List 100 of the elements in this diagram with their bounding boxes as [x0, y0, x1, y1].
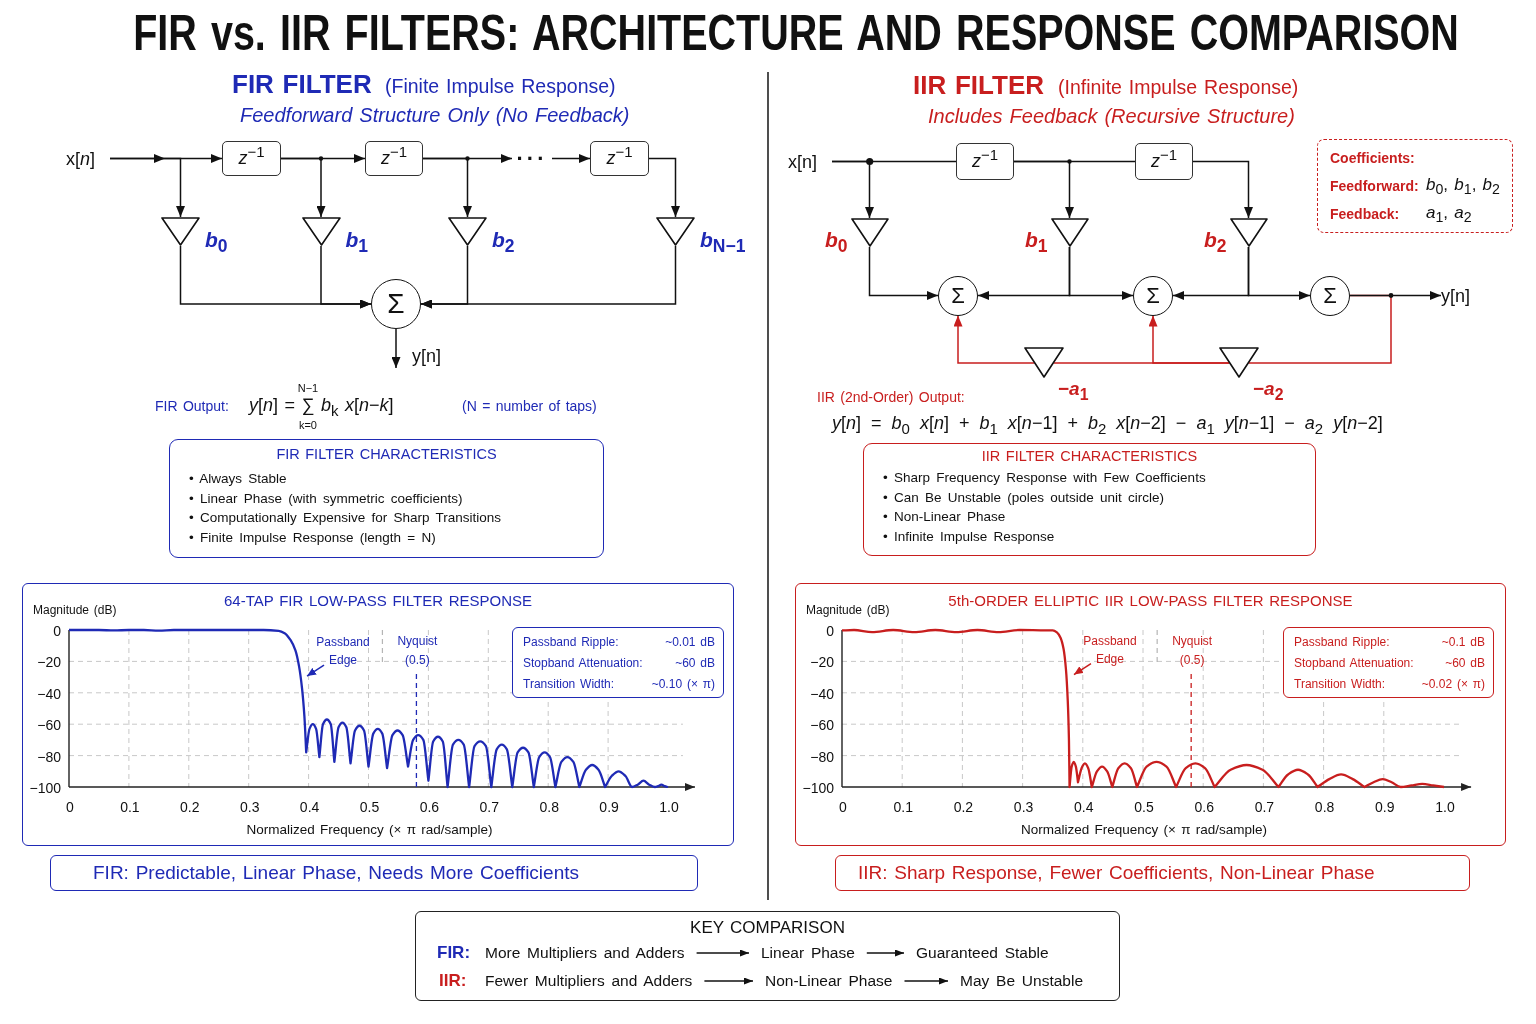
- gain-triangle: [301, 217, 341, 246]
- characteristics-panel: [169, 439, 604, 558]
- tick-label: 0.1: [120, 798, 140, 816]
- formula-label: FIR Output:: [155, 397, 229, 415]
- tick-label: −80: [37, 747, 61, 766]
- tick-label: 0.2: [180, 798, 200, 816]
- arrow: [866, 949, 905, 957]
- characteristics-panel: [863, 443, 1316, 556]
- tick-label: −100: [802, 779, 834, 797]
- tick-label: 1.0: [1435, 798, 1455, 816]
- summing-junction: Σ: [1310, 275, 1350, 316]
- gain-triangle: [448, 217, 487, 246]
- gain-triangle: [1219, 347, 1259, 378]
- arrow: [953, 314, 1036, 364]
- section-heading: IIR FILTER: [913, 69, 1044, 101]
- tick-label: 0: [66, 798, 74, 816]
- gain-triangle: [1050, 218, 1089, 247]
- tick-label: 0.3: [239, 798, 260, 816]
- stat-value: ~0.10 (× π): [651, 676, 715, 693]
- formula: y[n] = b$_{0}$ x[n] + b$_{1}$ x[n−1] + b$_{2}$ x[n−2] − a$_{1}$ y[n−1] − a$_{2}$ y[n−2]: [832, 412, 1383, 434]
- arrow: [551, 154, 591, 163]
- arrow: [109, 157, 185, 218]
- section-subheading: (Finite Impulse Response): [385, 74, 616, 98]
- input-label: x[n]: [66, 146, 110, 171]
- arrow: [1247, 246, 1311, 300]
- tick-label: 0.9: [599, 798, 619, 816]
- section-tagline: Feedforward Structure Only (No Feedback): [240, 103, 630, 127]
- tick-label: 0.4: [299, 798, 320, 816]
- arrow: [1192, 160, 1253, 219]
- summing-junction: Σ: [1133, 275, 1173, 316]
- arrow: [1013, 160, 1074, 219]
- coefficient-label: b$_{N−1}$: [700, 228, 746, 252]
- stat-value: ~60 dB: [1445, 655, 1485, 672]
- coefficient-label: b$_{2}$: [1203, 228, 1227, 252]
- bullet-item: • Always Stable: [189, 470, 287, 488]
- section-heading: FIR FILTER: [232, 68, 372, 100]
- arrow: [1068, 246, 1134, 300]
- output-label: y[n]: [396, 343, 448, 369]
- delay-block: z$^{−1}$: [590, 141, 649, 176]
- arrow: [703, 977, 754, 985]
- comparison-panel: [415, 911, 1120, 1001]
- bullet-item: • Sharp Frequency Response with Few Coefficients: [883, 469, 1206, 487]
- arrow: [422, 157, 472, 218]
- panel-heading: KEY COMPARISON: [690, 917, 845, 938]
- coefficient-label: b$_{2}$: [492, 228, 515, 252]
- tick-label: −80: [810, 747, 834, 766]
- bullet-item: • Computationally Expensive for Sharp Transitions: [189, 509, 502, 527]
- coefficient-label: −a$_{2}$: [1253, 377, 1284, 401]
- gain-triangle: [850, 218, 889, 247]
- bullet-item: • Infinite Impulse Response: [883, 527, 1055, 546]
- annotation-label: Passband Edge: [1083, 632, 1137, 668]
- tick-label: 0: [53, 622, 61, 640]
- gain-triangle: [656, 217, 695, 246]
- comparison-term: Linear Phase: [749, 941, 867, 965]
- tick-label: −100: [29, 779, 61, 797]
- summary-banner: IIR: Sharp Response, Fewer Coefficients, Non-Linear Phase: [835, 855, 1470, 891]
- card-heading: IIR FILTER CHARACTERISTICS: [981, 447, 1198, 465]
- tick-label: 0.2: [953, 798, 974, 816]
- row-label: FIR:: [437, 942, 471, 963]
- card-heading: FIR FILTER CHARACTERISTICS: [276, 445, 497, 463]
- stats-panel: [512, 627, 724, 698]
- tick-label: −20: [37, 653, 61, 672]
- tick-label: 0.5: [359, 798, 380, 816]
- tick-label: −40: [37, 684, 61, 703]
- stats-panel: [1283, 627, 1494, 698]
- section-subheading: (Infinite Impulse Response): [1058, 75, 1299, 99]
- arrow: [1349, 291, 1442, 300]
- comparison-term: More Multipliers and Adders: [473, 941, 697, 965]
- tick-label: 0.9: [1375, 798, 1395, 816]
- coefficient-list: a$_{1}$, a$_{2}$: [1426, 202, 1472, 223]
- comparison-term: May Be Unstable: [948, 969, 1096, 993]
- coefficient-list: b$_{0}$, b$_{1}$, b$_{2}$: [1426, 174, 1500, 195]
- coefficient-label: b$_{0}$: [824, 228, 848, 252]
- tick-label: −60: [810, 716, 834, 735]
- coefficients-panel: [1317, 139, 1513, 233]
- stat-value: ~0.1 dB: [1441, 634, 1485, 651]
- summing-junction: Σ: [371, 279, 421, 329]
- comparison-term: Fewer Multipliers and Adders: [473, 969, 705, 993]
- chart-title: 5th-ORDER ELLIPTIC IIR LOW-PASS FILTER RESPONSE: [948, 591, 1353, 611]
- stat-label: Transition Width:: [1294, 676, 1386, 693]
- arrow: [868, 246, 939, 300]
- bullet-item: • Can Be Unstable (poles outside unit circle): [883, 488, 1165, 507]
- comparison-term: Guaranteed Stable: [904, 941, 1061, 965]
- row-label: IIR:: [439, 970, 467, 991]
- bullet-item: • Linear Phase (with symmetric coefficients): [189, 489, 463, 508]
- gain-triangle: [1024, 347, 1064, 378]
- tick-label: 0.5: [1134, 798, 1154, 816]
- axis-title: Magnitude (dB): [806, 602, 890, 618]
- arrow: [695, 949, 750, 957]
- tick-label: 0.3: [1013, 798, 1034, 816]
- tick-label: 0: [826, 622, 834, 640]
- tick-label: 0: [839, 798, 847, 816]
- tick-label: 1.0: [659, 798, 679, 816]
- stat-label: Transition Width:: [523, 676, 615, 693]
- tick-label: −40: [810, 684, 834, 703]
- delay-block: z$^{−1}$: [956, 143, 1014, 180]
- arrow: [420, 245, 677, 309]
- stat-label: Passband Ripple:: [1294, 634, 1390, 651]
- connector-line: [1052, 362, 1231, 364]
- delay-block: z$^{−1}$: [222, 141, 281, 176]
